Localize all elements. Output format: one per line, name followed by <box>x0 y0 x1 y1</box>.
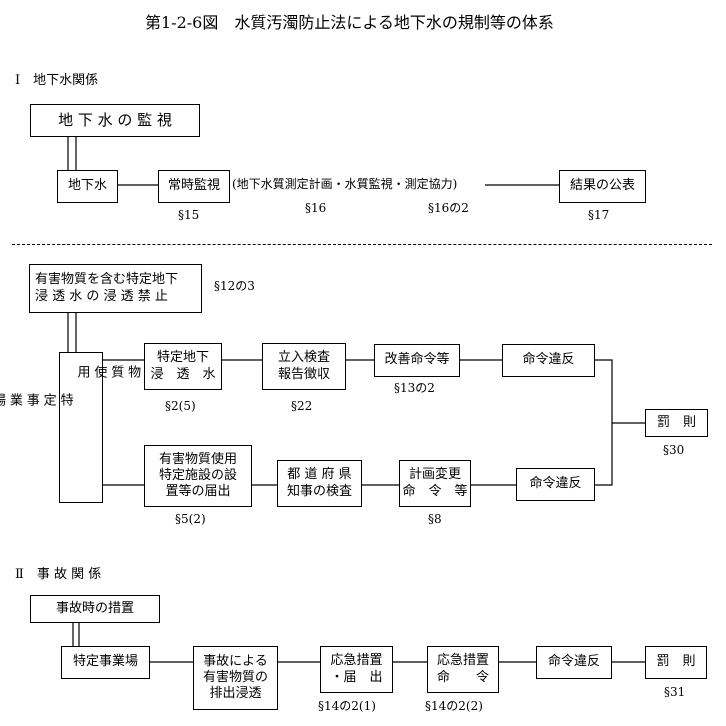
ref-s22: §22 <box>291 399 313 413</box>
ref-s12-3: §12の3 <box>214 279 255 293</box>
ref-s14-2-2: §14の2(2) <box>425 699 483 713</box>
order-violation-box-accident: 命令違反 <box>536 646 612 679</box>
section-divider <box>12 244 712 245</box>
accident-measures-box: 事故時の措置 <box>30 595 160 623</box>
ref-s17: §17 <box>588 208 610 222</box>
inspection-box: 立入検査 報告徴収 <box>262 343 346 390</box>
ref-s2-5: §2(5) <box>165 399 196 413</box>
penalty-box-accident: 罰 則 <box>645 646 707 679</box>
prefecture-inspection-box: 都 道 府 県 知事の検査 <box>277 460 362 507</box>
accident-discharge-box: 事故による 有害物質の 排出浸透 <box>193 646 278 710</box>
facility-label-col2: 特 定 事 業 場 <box>0 393 73 407</box>
ref-s31: §31 <box>664 685 686 699</box>
specified-business-box: 特定事業場 <box>61 646 150 679</box>
monitoring-note: (地下水質測定計画・水質監視・測定協力) <box>232 177 458 191</box>
prohibition-box: 有害物質を含む特定地下 浸 透 水 の 浸 透 禁 止 <box>29 264 202 313</box>
hazardous-facility-box: 有 害 物 質 使 用 特 定 事 業 場 <box>0 352 174 503</box>
ref-s14-2-1: §14の2(1) <box>318 699 376 713</box>
penalty-box: 罰 則 <box>645 409 708 437</box>
section-heading-accident: Ⅱ 事 故 関 係 <box>15 567 102 582</box>
groundwater-box: 地下水 <box>57 170 118 203</box>
result-publication-box: 結果の公表 <box>559 170 646 203</box>
order-violation-box-upper: 命令違反 <box>502 344 595 377</box>
ref-s5-2: §5(2) <box>175 512 206 526</box>
emergency-order-box: 応急措置 命 令 <box>427 646 499 693</box>
emergency-measure-box: 応急措置 ・届 出 <box>320 646 393 693</box>
groundwater-monitoring-box: 地 下 水 の 監 視 <box>30 104 200 137</box>
ref-s30: §30 <box>663 443 685 457</box>
order-violation-box-lower: 命令違反 <box>516 468 595 501</box>
plan-change-order-box: 計画変更 命 令 等 <box>399 460 471 507</box>
figure-title: 第1-2-6図 水質汚濁防止法による地下水の規制等の体系 <box>145 13 554 32</box>
ref-s16-2: §16の2 <box>428 201 469 215</box>
ref-s16: §16 <box>305 201 327 215</box>
ref-s15: §15 <box>178 208 200 222</box>
constant-monitoring-box: 常時監視 <box>158 170 230 203</box>
ref-s8: §8 <box>428 512 442 526</box>
section-heading-groundwater: Ⅰ 地下水関係 <box>15 73 99 88</box>
specified-seepage-box: 特定地下 浸 透 水 <box>144 343 222 390</box>
facility-notification-box: 有害物質使用 特定施設の設 置等の届出 <box>144 445 252 507</box>
improvement-order-box: 改善命令等 <box>374 344 460 377</box>
ref-s13-2: §13の2 <box>394 381 435 395</box>
